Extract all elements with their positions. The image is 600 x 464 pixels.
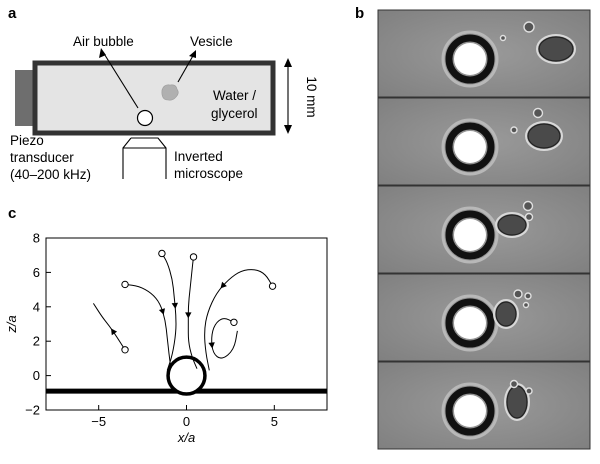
vesicle-label: Vesicle [190, 34, 233, 49]
micrograph-frame [377, 185, 591, 274]
particle-dot [522, 301, 530, 309]
glycerol-label: glycerol [211, 106, 258, 121]
x-tick-label: 0 [183, 414, 190, 429]
bubble-halo [441, 118, 499, 176]
bubble-halo [441, 382, 499, 440]
y-tick-label: 8 [33, 231, 40, 246]
vesicle-image [497, 214, 527, 236]
trajectory-arrowhead [111, 328, 118, 336]
y-tick-label: 0 [33, 368, 40, 383]
vesicle [161, 84, 179, 101]
trajectory-start-point [189, 253, 198, 261]
particle-dot [524, 292, 532, 300]
bubble-halo [441, 30, 499, 88]
particle-dot [499, 34, 507, 42]
vesicle-arrowhead [189, 50, 196, 58]
panel-b-letter: b [355, 5, 364, 22]
microscope-label-2: microscope [174, 166, 243, 181]
micrograph-frames [377, 9, 591, 450]
bubble-core [454, 219, 486, 251]
trajectory-start-point [158, 249, 166, 258]
micrograph-frame [377, 361, 591, 450]
trajectory-start-point [230, 318, 238, 326]
trajectory-start-point [121, 280, 129, 289]
bubble-ring [445, 122, 495, 172]
water-label: Water / [213, 88, 256, 103]
micrograph-frame [377, 9, 591, 98]
piezo-label-1: Piezo [10, 133, 44, 148]
vesicle-halo [493, 299, 519, 329]
y-axis-label: z/a [4, 315, 19, 333]
particle-dot [510, 126, 518, 134]
bubble-marker [166, 355, 207, 396]
particle-dot [523, 21, 535, 33]
vesicle-halo [536, 34, 576, 64]
trajectory-arrowhead [208, 342, 215, 349]
trajectory-line [211, 318, 238, 359]
trajectory-arrowhead [220, 281, 227, 289]
chamber [32, 60, 276, 136]
x-tick-label: 5 [271, 414, 278, 429]
bubble-core [454, 307, 486, 339]
trajectory-chart: −5 0 5 −2 0 2 4 6 8 x/a z/a [4, 231, 328, 445]
vesicle-image [495, 301, 517, 327]
bubble-core [454, 43, 486, 75]
y-tick-label: 2 [33, 334, 40, 349]
x-axis-label: x/a [177, 430, 195, 445]
bubble-ring [445, 298, 495, 348]
panel-c-letter: c [8, 205, 16, 222]
panel-a: a Air bubble Vesicle Water / glycerol 10… [8, 5, 319, 182]
trajectory-line [124, 283, 172, 368]
trajectory-arrowhead [185, 312, 192, 319]
height-label: 10 mm [304, 76, 319, 117]
trajectory-arrowhead [158, 308, 165, 315]
trajectory-start-point [268, 282, 277, 290]
panel-b: b [355, 5, 591, 450]
height-arrow-bottom [284, 125, 292, 134]
microscope-label-1: Inverted [174, 149, 223, 164]
vesicle-halo [495, 212, 529, 238]
y-tick-label: 6 [33, 265, 40, 280]
x-tick-label: −5 [91, 414, 106, 429]
bubble-ring [445, 34, 495, 84]
micrograph-frame [377, 273, 591, 362]
trajectory-start-point [121, 346, 129, 354]
micrograph-frame [377, 97, 591, 186]
air-bubble-label: Air bubble [73, 34, 134, 49]
particle-dot [525, 387, 533, 395]
bubble-core [454, 395, 486, 427]
trajectory-line [204, 269, 274, 371]
bubble-ring [445, 210, 495, 260]
panel-a-letter: a [8, 5, 17, 22]
y-tick-label: −2 [25, 403, 40, 418]
vesicle-halo [525, 121, 563, 151]
vesicle-image [506, 385, 528, 419]
particle-dot [524, 212, 534, 222]
piezo-label-2: transducer [10, 150, 74, 165]
piezo-label-3: (40–200 kHz) [10, 167, 91, 182]
vesicle-image [538, 36, 574, 62]
particle-dot [513, 289, 523, 299]
air-bubble-arrow [102, 51, 139, 109]
piezo-transducer [15, 70, 35, 126]
particle-dot [509, 379, 519, 389]
panel-c: c −5 0 5 −2 0 2 4 6 8 x/a z/a [4, 205, 328, 445]
trajectory-arrowhead [171, 302, 178, 309]
particle-dot [522, 200, 534, 212]
trajectory-line [92, 303, 126, 351]
vesicle-arrow [177, 53, 195, 83]
bubble-ring [445, 386, 495, 436]
y-tick-label: 4 [33, 299, 40, 314]
bubble-halo [441, 206, 499, 264]
trajectory-line [187, 256, 198, 369]
trajectory-line [161, 253, 177, 371]
bubble-core [454, 131, 486, 163]
air-bubble [136, 109, 154, 127]
height-arrow-top [284, 58, 292, 67]
microscope-objective [122, 137, 167, 179]
air-bubble-arrowhead [99, 48, 106, 58]
vesicle-image [527, 123, 561, 149]
particle-dot [532, 107, 544, 119]
